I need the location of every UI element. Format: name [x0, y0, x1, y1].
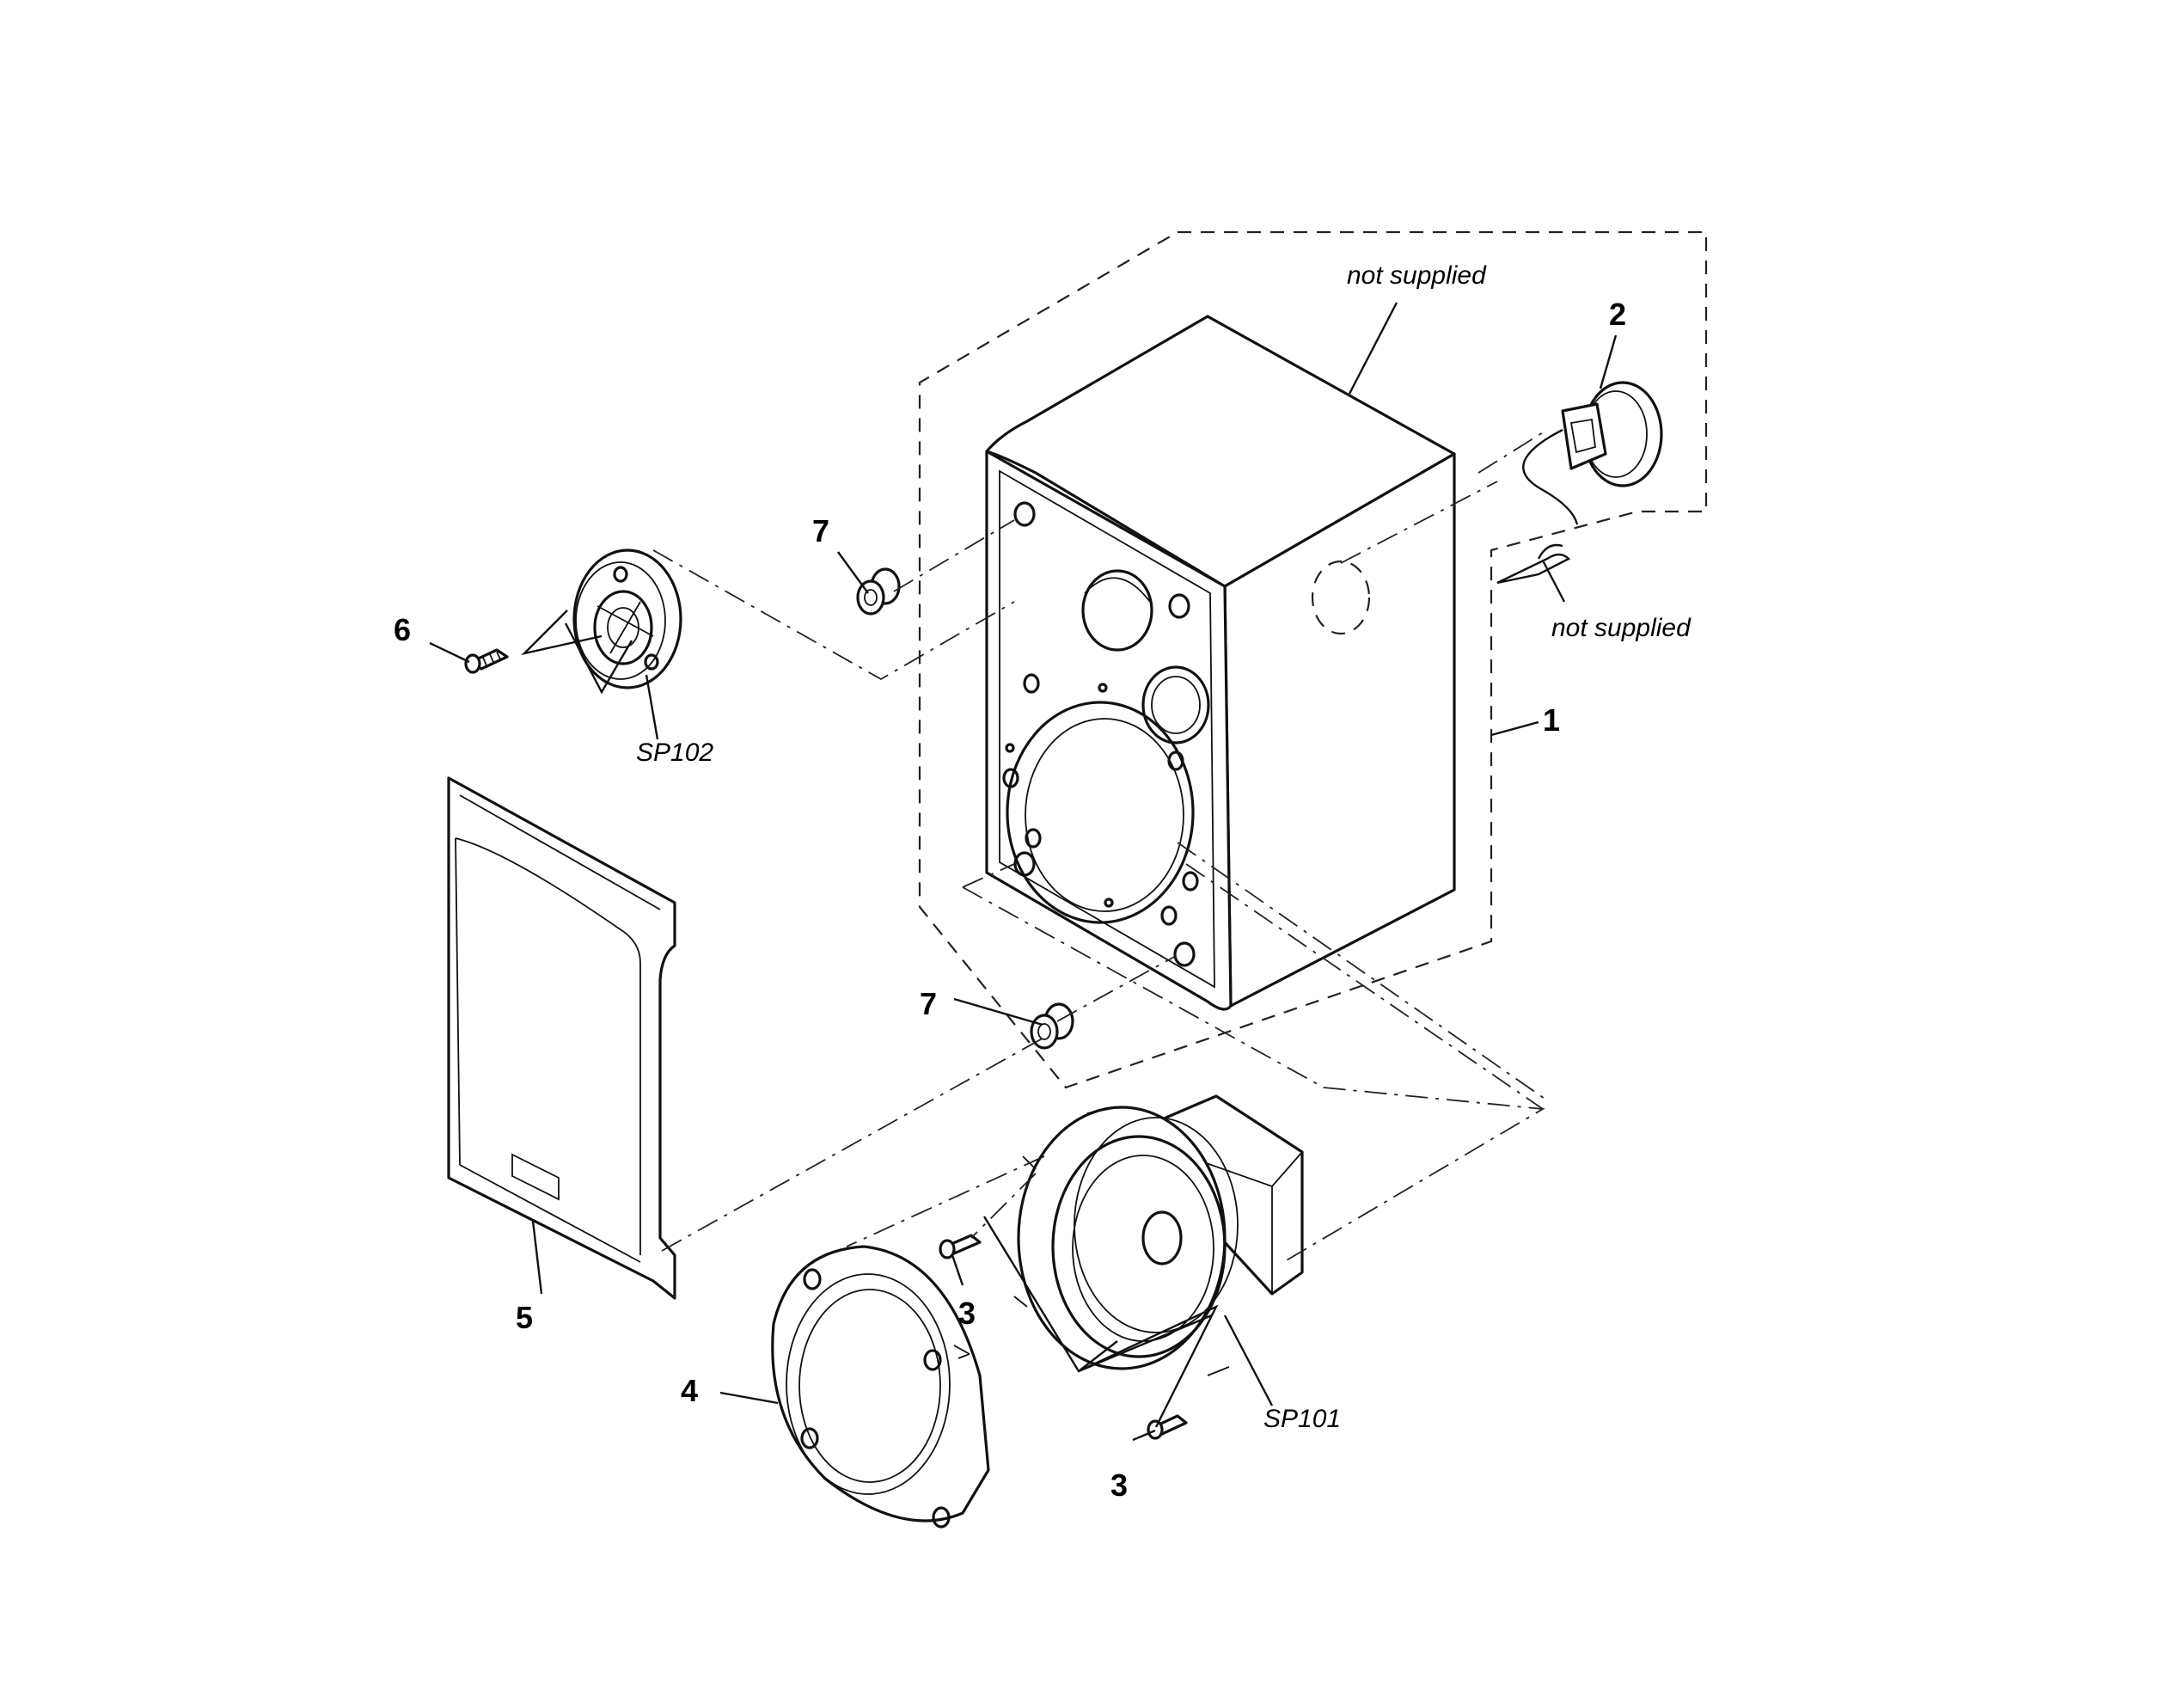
tweeter: [521, 548, 682, 695]
not-supplied-wire-label: not supplied: [1551, 614, 1692, 642]
callout-part-4: 4: [681, 1373, 698, 1408]
wire-connector: [1496, 543, 1571, 585]
callout-part-7-lower: 7: [920, 986, 937, 1021]
assembly-lines: [652, 429, 1548, 1428]
callout-part-6: 6: [394, 612, 411, 647]
speaker-cabinet: [985, 315, 1456, 1011]
callout-part-5: 5: [516, 1300, 533, 1335]
callout-part-1: 1: [1543, 702, 1560, 738]
callout-part-7-upper: 7: [812, 513, 829, 548]
front-grille: [447, 776, 676, 1300]
woofer: [1013, 1094, 1304, 1376]
woofer-mounting-ring: [771, 1245, 990, 1529]
tweeter-reference-label: SP102: [636, 738, 713, 767]
speaker-terminal: [1522, 381, 1663, 525]
grommet-upper: [856, 567, 901, 616]
callout-part-2: 2: [1609, 297, 1626, 332]
woofer-reference-label: SP101: [1263, 1405, 1341, 1433]
label-leaders: [429, 302, 1618, 1442]
callout-part-3-lower: 3: [1110, 1467, 1128, 1503]
woofer-screw-upper: [939, 1234, 982, 1259]
not-supplied-cabinet-label: not supplied: [1347, 261, 1487, 290]
woofer-screw-lower: [1147, 1414, 1188, 1440]
tweeter-screw: [464, 648, 509, 674]
callout-part-3-upper: 3: [958, 1296, 976, 1331]
grommet-lower: [1030, 1002, 1074, 1050]
